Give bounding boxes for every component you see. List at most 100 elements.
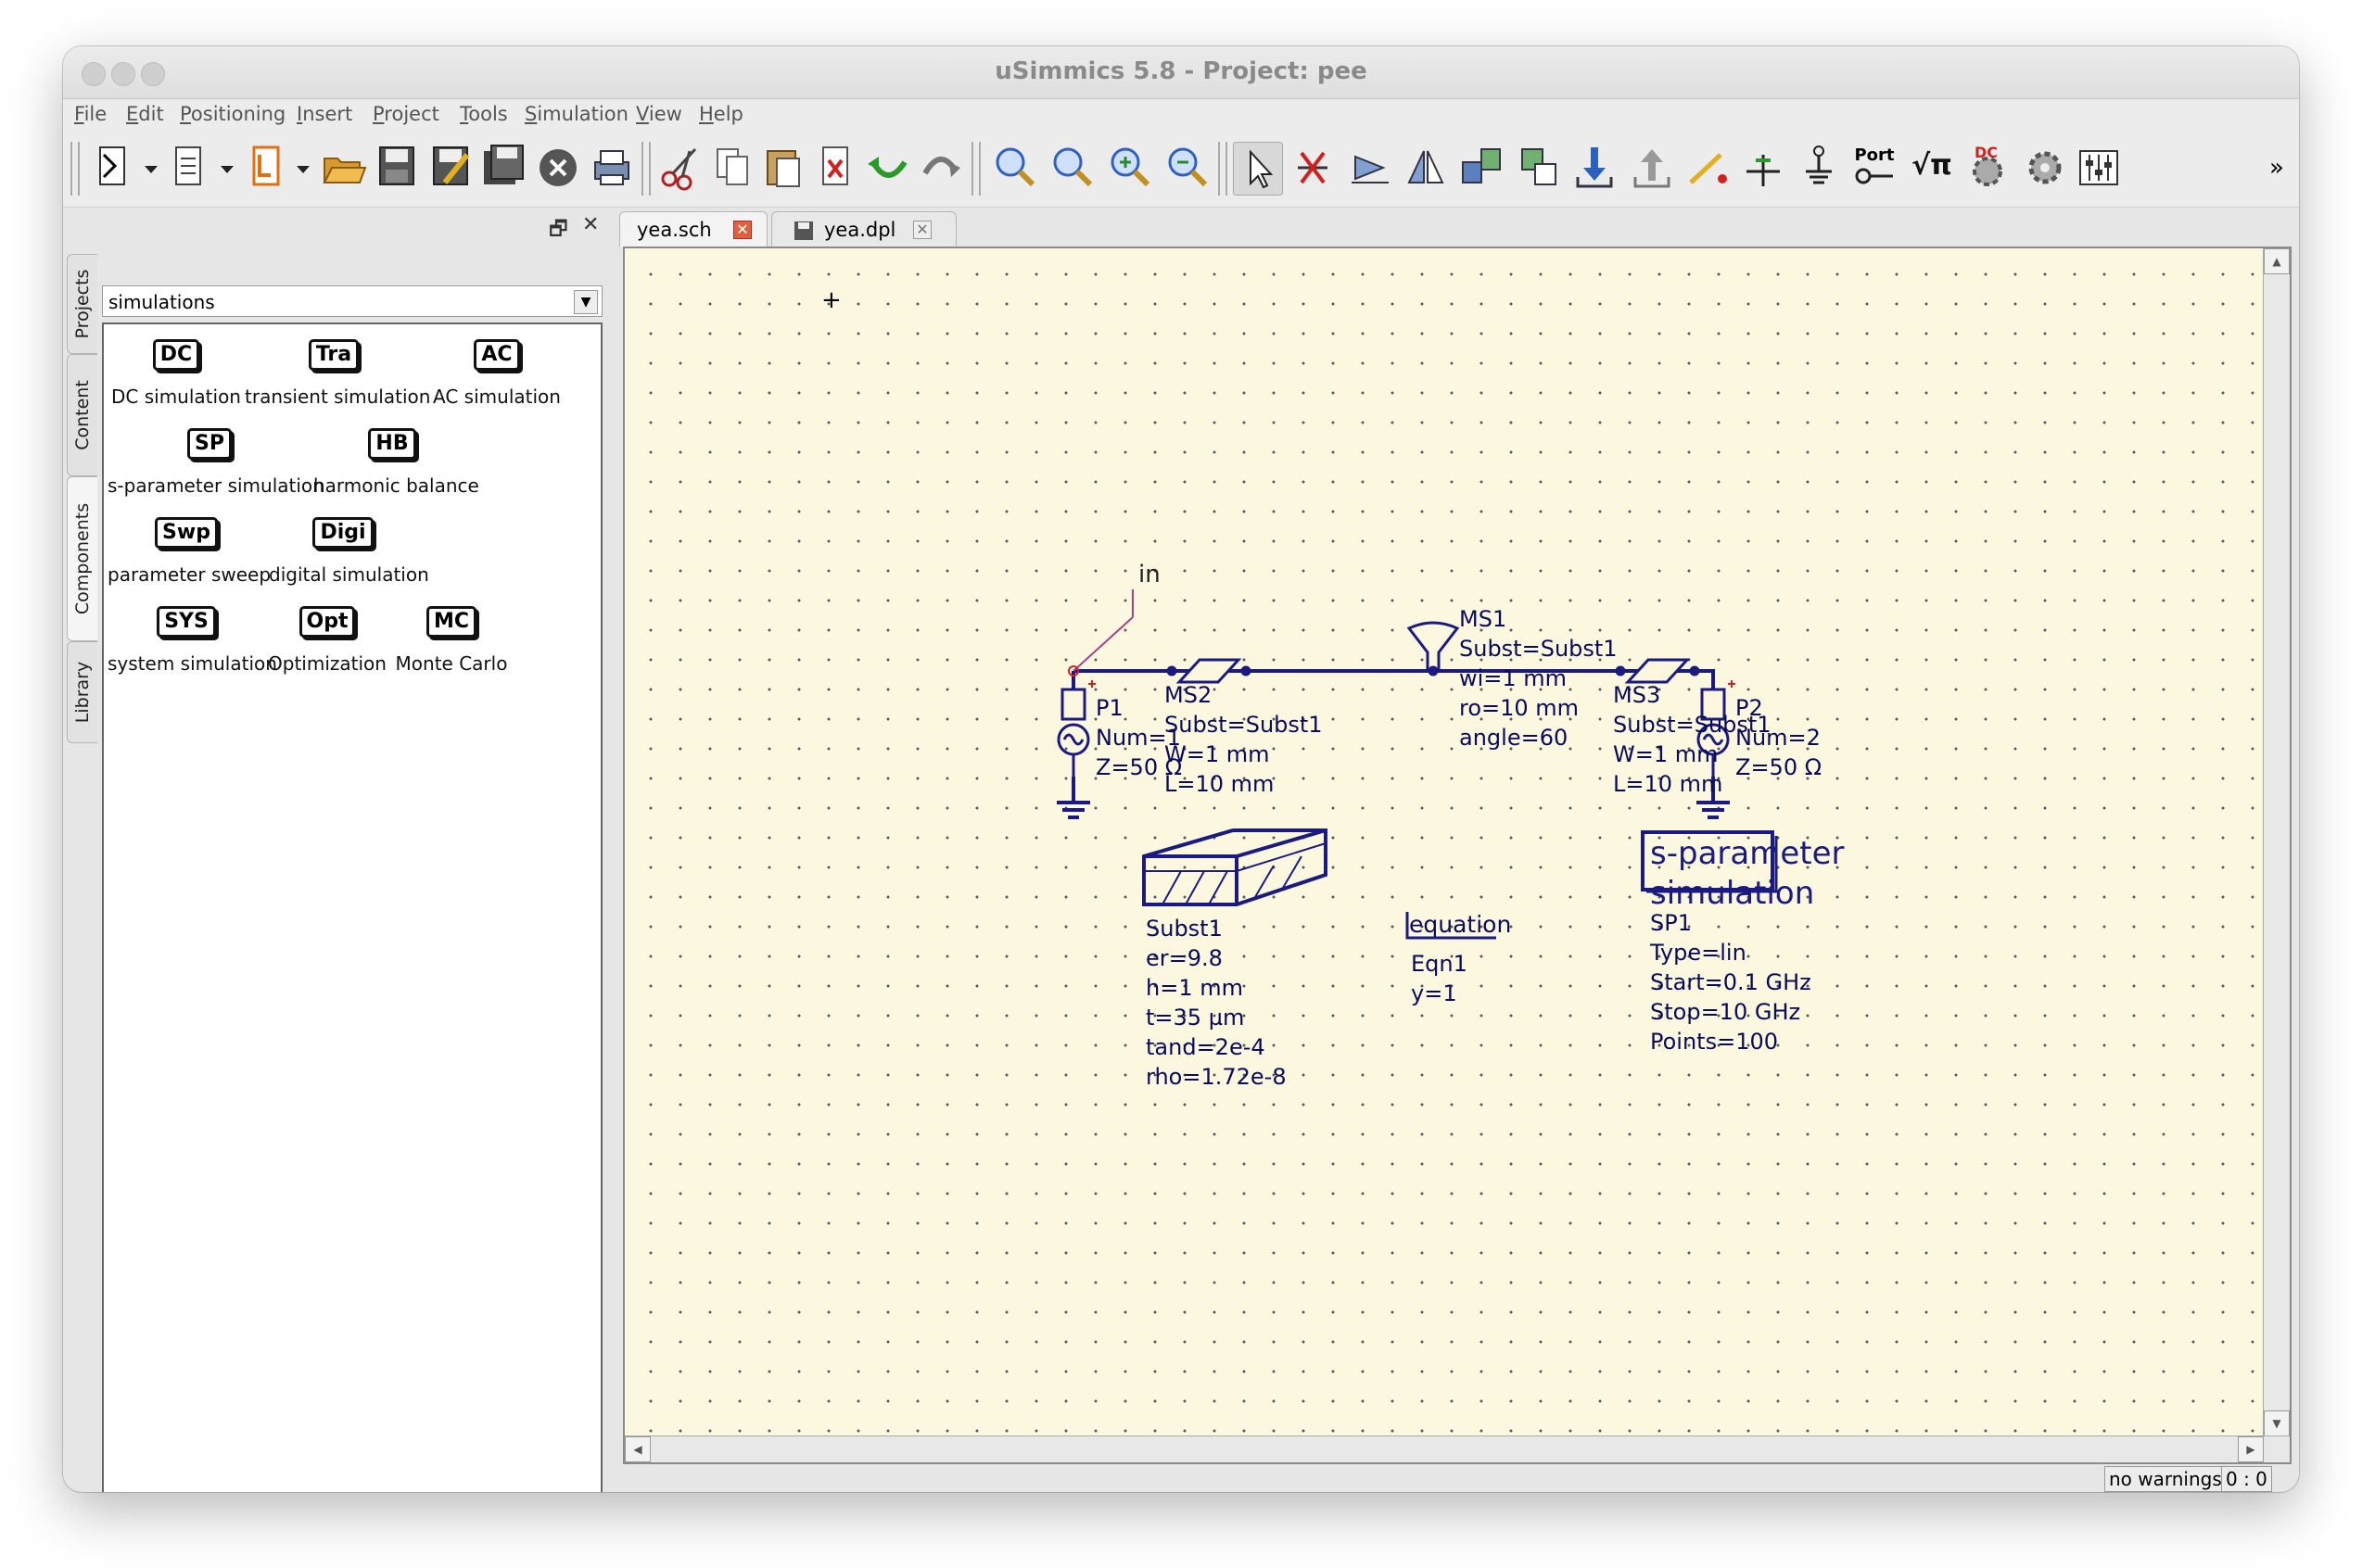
new-project-icon[interactable] [91, 142, 139, 194]
dropdown-arrow-icon[interactable] [291, 142, 317, 194]
close-tab-icon[interactable]: ✕ [733, 221, 752, 239]
menu-edit[interactable]: Edit [126, 103, 164, 125]
minimize-window-button[interactable] [111, 62, 135, 86]
tune-sliders-icon[interactable] [2075, 142, 2123, 194]
component-optimization[interactable]: Opt Optimization [267, 606, 387, 675]
new-document-icon[interactable] [243, 142, 291, 194]
wire-label-in[interactable]: in [1138, 561, 1161, 588]
port-p2-properties[interactable]: P2 Num=2 Z=50 Ω [1735, 693, 1822, 782]
chevron-down-icon[interactable]: ▼ [574, 290, 598, 314]
menu-file[interactable]: File [74, 103, 108, 125]
component-system-simulation[interactable]: SYS system simulation [108, 606, 277, 675]
prop-text: ro=10 mm [1459, 695, 1580, 721]
optimization-icon: Opt [298, 606, 356, 638]
undo-icon[interactable] [864, 142, 912, 194]
cut-icon[interactable] [656, 142, 705, 194]
close-tab-icon[interactable]: ✕ [913, 221, 932, 239]
save-icon[interactable] [373, 142, 421, 194]
toolbar-handle[interactable] [70, 142, 80, 196]
tab-projects[interactable]: Projects [67, 254, 97, 354]
horizontal-scrollbar[interactable]: ◀ ▶ [625, 1435, 2290, 1462]
close-document-icon[interactable] [534, 142, 582, 194]
save-as-icon[interactable] [426, 142, 475, 194]
close-dock-icon[interactable]: ✕ [582, 213, 600, 236]
microstrip-ms3-properties[interactable]: MS3 Subst=Subst1 W=1 mm L=10 mm [1613, 680, 1772, 799]
toolbar-overflow-button[interactable]: » [2269, 154, 2284, 182]
scroll-down-icon[interactable]: ▼ [2264, 1410, 2290, 1436]
zoom-fit-icon[interactable] [990, 142, 1038, 194]
paste-icon[interactable] [760, 142, 808, 194]
vertical-scrollbar[interactable]: ▲ ▼ [2263, 248, 2290, 1462]
menu-help[interactable]: Help [699, 103, 743, 125]
sparam-title[interactable]: s-parameter simulation [1650, 832, 1844, 912]
menu-insert[interactable]: Insert [297, 103, 353, 125]
close-window-button[interactable] [82, 62, 106, 86]
float-dock-icon[interactable]: 🗗 [549, 218, 568, 241]
select-pointer-icon[interactable] [1233, 142, 1283, 196]
tab-yea-sch[interactable]: yea.sch ✕ [619, 211, 768, 247]
zoom-1to1-icon[interactable] [1048, 142, 1096, 194]
deactivate-icon[interactable] [1289, 142, 1337, 194]
delete-icon[interactable] [812, 142, 860, 194]
insert-label-icon[interactable] [1739, 142, 1787, 194]
scroll-right-icon[interactable]: ▶ [2238, 1436, 2264, 1462]
component-ac-simulation[interactable]: AC AC simulation [428, 339, 565, 408]
menu-positioning[interactable]: Positioning [180, 103, 286, 125]
component-parameter-sweep[interactable]: Swp parameter sweep [108, 517, 271, 586]
menu-tools[interactable]: Tools [460, 103, 508, 125]
zoom-out-icon[interactable] [1162, 142, 1211, 194]
sparam-properties[interactable]: SP1 Type=lin Start=0.1 GHz Stop=10 GHz P… [1650, 908, 1811, 1056]
zoom-window-button[interactable] [141, 62, 165, 86]
tab-library[interactable]: Library [67, 641, 97, 743]
component-monte-carlo[interactable]: MC Monte Carlo [391, 606, 512, 675]
crosshair-cursor: + [821, 286, 842, 314]
component-transient-simulation[interactable]: Tra transient simulation [245, 339, 430, 408]
component-list: DC DC simulation Tra transient simulatio… [102, 322, 603, 1492]
rotate-icon[interactable] [1346, 142, 1394, 194]
tab-components[interactable]: Components [67, 476, 97, 641]
simulate-icon[interactable]: DC [1963, 142, 2012, 194]
scroll-up-icon[interactable]: ▲ [2264, 248, 2290, 274]
label-wire [1073, 616, 1134, 672]
zoom-in-icon[interactable] [1105, 142, 1153, 194]
save-all-icon[interactable] [480, 142, 528, 194]
port-p1-properties[interactable]: P1 Num=1 Z=50 Ω [1096, 693, 1182, 782]
enter-subcircuit-icon[interactable] [1515, 142, 1563, 194]
mirror-x-icon[interactable] [1402, 142, 1450, 194]
scroll-left-icon[interactable]: ◀ [625, 1436, 651, 1462]
menu-bar: File Edit Positioning Insert Project Too… [63, 99, 2299, 133]
settings-gear-icon[interactable] [2021, 142, 2069, 194]
redo-icon[interactable] [916, 142, 964, 194]
component-harmonic-balance[interactable]: HB harmonic balance [313, 428, 479, 497]
microstrip-ms2-properties[interactable]: MS2 Subst=Subst1 W=1 mm L=10 mm [1164, 680, 1323, 799]
pop-down-icon[interactable] [1570, 142, 1619, 194]
dropdown-arrow-icon[interactable] [139, 142, 165, 194]
menu-simulation[interactable]: Simulation [525, 103, 629, 125]
component-dc-simulation[interactable]: DC DC simulation [108, 339, 245, 408]
new-text-icon[interactable] [165, 142, 213, 194]
menu-view[interactable]: View [636, 103, 682, 125]
dropdown-arrow-icon[interactable] [215, 142, 241, 194]
menu-project[interactable]: Project [373, 103, 439, 125]
copy-icon[interactable] [708, 142, 756, 194]
insert-equation-icon[interactable]: √π [1908, 142, 1956, 194]
warnings-status[interactable]: no warnings [2104, 1466, 2227, 1492]
insert-port-icon[interactable]: Port [1850, 142, 1898, 194]
equation-title[interactable]: equation [1409, 911, 1512, 938]
pop-up-icon[interactable] [1628, 142, 1676, 194]
category-select[interactable]: simulations ▼ [102, 285, 603, 317]
prop-text: y=1 [1411, 980, 1457, 1006]
open-folder-icon[interactable] [319, 142, 367, 194]
tab-yea-dpl[interactable]: yea.dpl ✕ [771, 211, 957, 247]
component-digital-simulation[interactable]: Digi digital simulation [269, 517, 429, 586]
radial-stub-ms1-properties[interactable]: MS1 Subst=Subst1 wi=1 mm ro=10 mm angle=… [1459, 604, 1618, 752]
wire-icon[interactable] [1683, 142, 1732, 194]
mirror-y-icon[interactable] [1457, 142, 1505, 194]
substrate-subst1-properties[interactable]: Subst1 er=9.8 h=1 mm t=35 µm tand=2e-4 r… [1146, 914, 1287, 1092]
equation-properties[interactable]: Eqn1 y=1 [1411, 949, 1467, 1008]
tab-content[interactable]: Content [67, 354, 97, 476]
insert-ground-icon[interactable] [1795, 142, 1843, 194]
print-icon[interactable] [588, 142, 636, 194]
schematic-canvas[interactable]: + in P1 Num=1 Z=50 Ω MS2 Subst=Subst1 W=… [623, 247, 2292, 1464]
component-s-parameter-simulation[interactable]: SP s-parameter simulation [108, 428, 324, 497]
